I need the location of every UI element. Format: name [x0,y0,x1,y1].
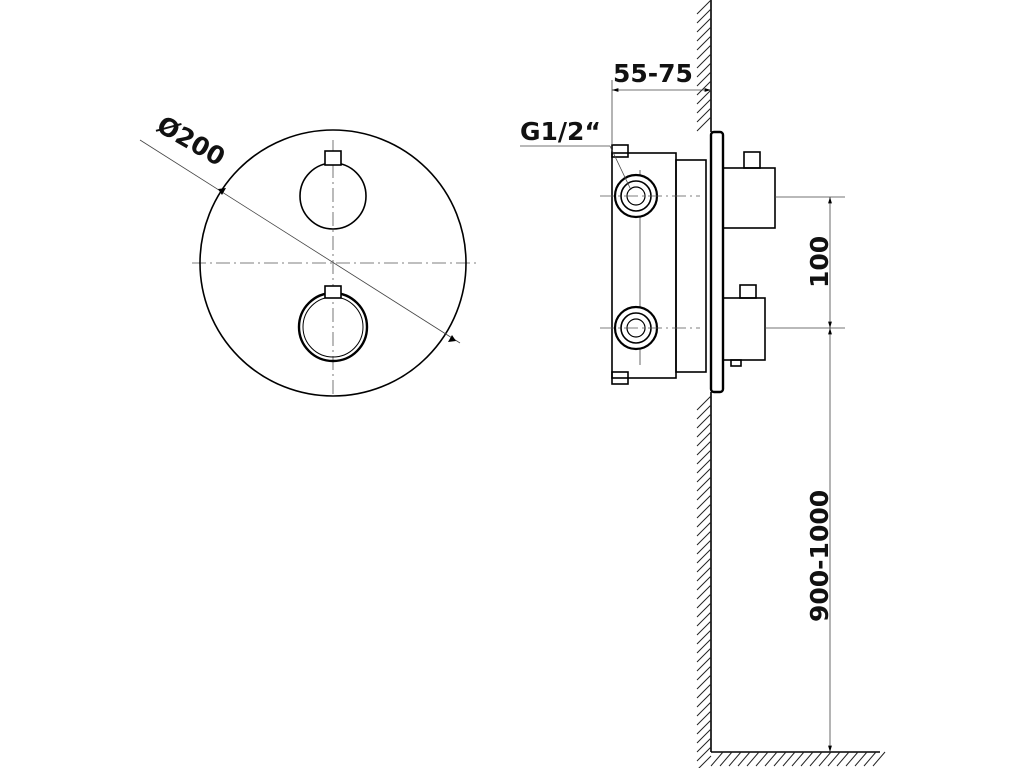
cover-plate-side [709,130,725,394]
diameter-leader-line [139,139,461,344]
thread-label: G1/2“ [520,117,601,146]
side-view: 100 900-1000 55-75 G1/2“ [520,0,886,768]
diameter-arrow-top [218,188,226,195]
thread-leader-diagonal [609,145,632,191]
diameter-label: Ø200 [152,110,230,172]
wall-hatching [696,0,712,768]
lower-handle-side [722,284,766,367]
floor-hatching [710,751,886,767]
lower-knob [297,285,369,363]
upper-knob [299,150,367,230]
front-view: Ø200 [139,110,478,397]
diameter-arrow-bottom [448,335,456,342]
spacing-label: 100 [805,236,834,288]
depth-label: 55-75 [613,59,693,88]
valve-body-flange-bottom [611,371,629,385]
lower-knob-indicator [324,285,342,299]
upper-handle-side [722,151,776,229]
upper-knob-indicator [324,150,342,166]
cover-plate-circle [199,129,467,397]
height-label: 900-1000 [805,490,834,622]
valve-body-inner [675,159,707,373]
